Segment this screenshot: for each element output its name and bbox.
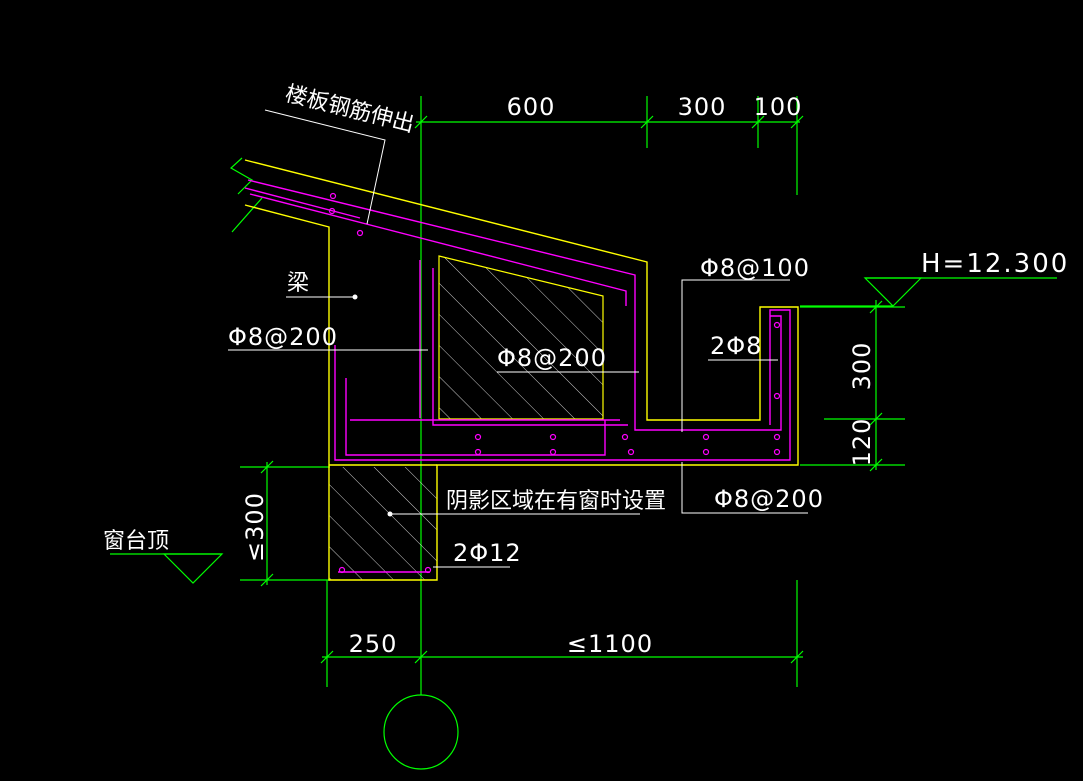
window-hatch: [329, 467, 437, 580]
label-stirrup-left: Φ8@200: [228, 323, 338, 351]
beam-hatch: [438, 255, 604, 420]
dim-top-300: 300: [678, 93, 727, 121]
dimension-lines: [110, 96, 1057, 770]
label-shaded-note: 阴影区域在有窗时设置: [446, 489, 666, 514]
label-elevation: H=12.300: [921, 249, 1069, 279]
dim-right-120: 120: [848, 418, 876, 467]
label-bars-bottom: 2Φ12: [453, 539, 522, 567]
leader-lines: [228, 109, 808, 568]
dim-top-600: 600: [507, 93, 556, 121]
hatched-regions: [329, 255, 604, 580]
label-stirrup-mid: Φ8@200: [497, 344, 607, 372]
label-bars-right: 2Φ8: [710, 332, 762, 360]
label-bottom-right: Φ8@200: [714, 485, 824, 513]
label-window-sill: 窗台顶: [103, 529, 169, 554]
rebar-dots: [328, 192, 781, 574]
dim-top-100: 100: [754, 93, 803, 121]
leader-dots: [352, 294, 393, 517]
dim-bottom-250: 250: [349, 630, 398, 658]
label-beam: 梁: [287, 271, 309, 296]
dim-left-300: ≤300: [241, 492, 269, 562]
concrete-outline: [244, 159, 799, 581]
dim-right-300: 300: [848, 342, 876, 391]
dim-bottom-1100: ≤1100: [567, 630, 653, 658]
label-slab-rebar: 楼板钢筋伸出: [283, 82, 417, 138]
label-top-right: Φ8@100: [700, 254, 810, 282]
rebar: [244, 179, 791, 573]
